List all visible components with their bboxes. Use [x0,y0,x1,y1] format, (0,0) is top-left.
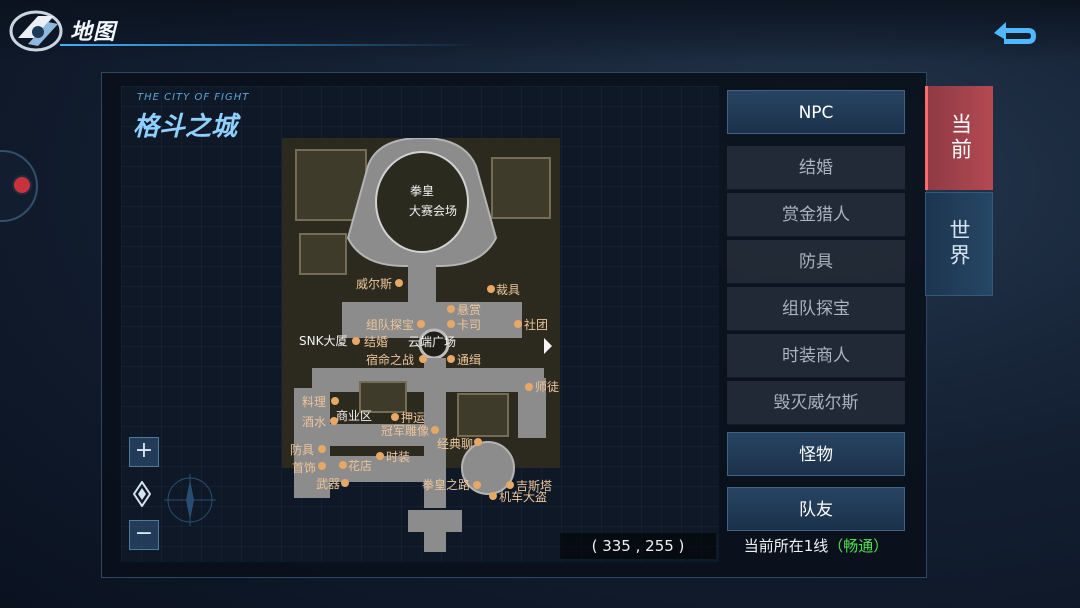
npc-item[interactable]: 防具 [727,240,905,284]
poi-marker [487,285,495,293]
poi-marker [395,279,403,287]
poi-marker [447,320,455,328]
npc-item[interactable]: 组队探宝 [727,287,905,331]
poi-label[interactable]: 悬赏 [457,303,482,317]
poi-label[interactable]: 机车大盗 [499,490,548,504]
poi-label[interactable]: 时装 [386,450,411,464]
city-name-cn: 格斗之城 [133,112,238,142]
poi-label[interactable]: 押运 [401,411,426,425]
city-name-en: THE CITY OF FIGHT [137,92,250,103]
server-line-status: 当前所在1线（畅通） [727,533,905,559]
server-line-text: 当前所在1线 [743,537,829,555]
npc-item[interactable]: 赏金猎人 [727,193,905,237]
npc-header-button[interactable]: NPC [727,90,905,134]
poi-label[interactable]: 社团 [524,318,549,332]
poi-marker [318,445,326,453]
poi-label[interactable]: 冠军雕像 [381,424,430,438]
poi-marker [376,452,384,460]
locate-diamond-icon[interactable] [133,481,151,507]
poi-label[interactable]: 师徒 [535,380,560,394]
npc-item[interactable]: 时装商人 [727,334,905,378]
poi-marker [330,417,338,425]
poi-marker [473,481,481,489]
poi-label[interactable]: 酒水 [302,415,327,429]
poi-marker [431,426,439,434]
poi-marker [339,461,347,469]
coordinates-readout: ( 335 , 255 ) [560,533,716,559]
poi-label[interactable]: 花店 [348,459,373,473]
npc-item[interactable]: 结婚 [727,146,905,190]
poi-label[interactable]: 拳皇之路 [422,478,471,492]
poi-label[interactable]: 宿命之战 [366,353,415,367]
top-bar [0,0,1080,62]
poi-marker [489,492,497,500]
zoom-in-button[interactable]: + [129,437,159,467]
zoom-out-button[interactable]: − [129,520,159,550]
poi-marker [514,320,522,328]
poi-marker [331,397,339,405]
poi-label[interactable]: 吉斯塔 [516,479,553,493]
poi-label[interactable]: 首饰 [292,461,317,475]
poi-label[interactable]: 卡司 [457,318,482,332]
poi-label[interactable]: 商业区 [336,409,373,423]
poi-marker [341,479,349,487]
poi-marker [447,305,455,313]
poi-label[interactable]: 防具 [290,443,315,457]
server-line-state: （畅通） [828,537,889,555]
poi-marker [447,355,455,363]
tab-world[interactable]: 世界 [925,192,993,296]
teammate-category-button[interactable]: 队友 [727,487,905,531]
poi-label[interactable]: 经典聊 [437,437,474,451]
compass-decoration-icon [164,474,216,526]
tab-current[interactable]: 当前 [925,86,993,190]
poi-marker [352,337,360,345]
poi-marker [391,413,399,421]
poi-label[interactable]: 裁具 [496,283,521,297]
poi-label[interactable]: 武器 [316,477,341,491]
poi-label[interactable]: 通缉 [457,353,482,367]
monster-category-button[interactable]: 怪物 [727,432,905,476]
fist-emblem-icon [9,10,63,52]
poi-label[interactable]: 云端广场 [408,335,457,349]
arena-label-line2: 大赛会场 [409,204,458,218]
poi-label[interactable]: 料理 [302,395,327,409]
poi-marker [318,462,326,470]
notification-dot [12,175,32,195]
poi-marker [417,320,425,328]
poi-marker [506,481,514,489]
page-title: 地图 [70,20,117,45]
npc-item[interactable]: 毁灭威尔斯 [727,381,905,425]
poi-label[interactable]: 威尔斯 [356,277,393,291]
poi-label[interactable]: 结婚 [364,335,389,349]
poi-marker [525,383,533,391]
poi-marker [474,438,482,446]
header-underline [60,44,480,46]
poi-label[interactable]: SNK大厦 [299,334,348,348]
poi-label[interactable]: 组队探宝 [366,318,415,332]
arena-label-line1: 拳皇 [410,184,435,198]
back-arrow-icon[interactable] [988,16,1040,50]
poi-marker [419,355,427,363]
